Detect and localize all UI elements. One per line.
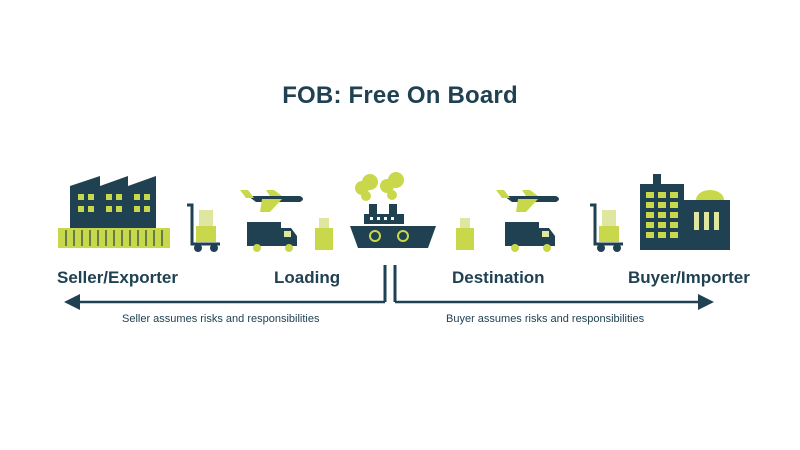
box-icon — [315, 218, 333, 250]
airplane-icon — [240, 190, 303, 212]
factory-icon — [58, 176, 170, 248]
truck-icon — [505, 222, 555, 252]
diagram-title: FOB: Free On Board — [282, 82, 518, 109]
truck-icon — [247, 222, 297, 252]
hand-truck-icon — [187, 203, 220, 252]
airplane-icon — [496, 190, 559, 212]
stage-label-seller: Seller/Exporter — [57, 268, 178, 287]
building-icon — [640, 174, 730, 250]
hand-truck-icon — [590, 203, 623, 252]
stage-label-buyer: Buyer/Importer — [628, 268, 750, 287]
buyer-risk-arrow — [395, 294, 714, 310]
seller-risk-label: Seller assumes risks and responsibilitie… — [122, 313, 320, 325]
stage-label-loading: Loading — [274, 268, 341, 287]
seller-risk-arrow — [64, 294, 385, 310]
transfer-point-divider — [383, 265, 397, 302]
buyer-risk-label: Buyer assumes risks and responsibilities — [446, 313, 645, 325]
stage-label-destination: Destination — [452, 268, 545, 287]
ship-icon — [350, 172, 436, 248]
box-icon — [456, 218, 474, 250]
